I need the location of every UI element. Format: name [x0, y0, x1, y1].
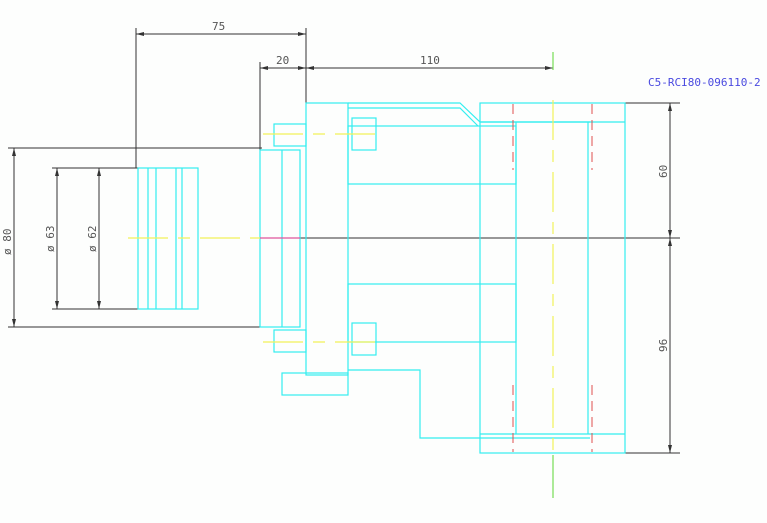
- part-number-label: C5-RCI80-096110-2: [648, 76, 761, 89]
- part-geometry: [137, 102, 626, 454]
- dim-110: 110: [420, 54, 440, 67]
- dim-75: 75: [212, 20, 225, 33]
- centerlines: [128, 100, 554, 455]
- arrowheads: [12, 32, 672, 453]
- dim-dia-63: ø 63: [44, 226, 57, 253]
- dim-20: 20: [276, 54, 289, 67]
- dim-dia-62: ø 62: [86, 226, 99, 253]
- dim-96: 96: [657, 339, 670, 352]
- dimension-lines: [8, 28, 680, 454]
- hidden-lines: [512, 104, 593, 452]
- dim-dia-80: ø 80: [1, 229, 14, 256]
- dim-60: 60: [657, 165, 670, 178]
